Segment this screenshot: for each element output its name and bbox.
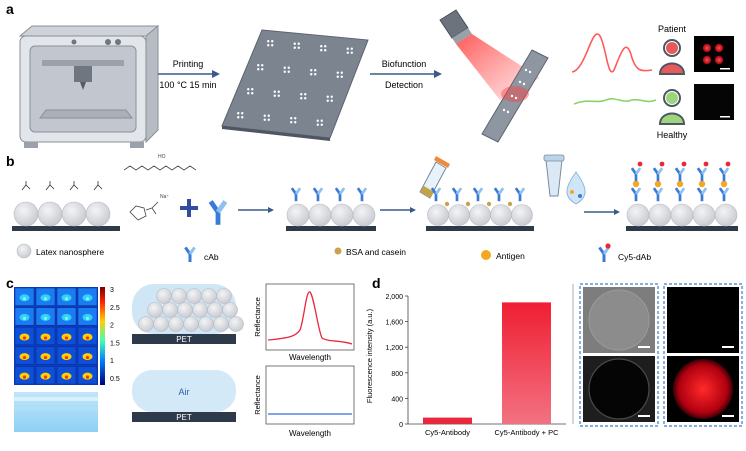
label-conditions: 100 °C 15 min [159,80,216,90]
reflectance-ylabel-bottom: Reflectance [253,375,262,415]
healthy-icon [658,89,686,125]
patient-fluorescence-image [694,36,734,72]
legend-cab-label: cAb [204,252,219,262]
panel-a: a Printing 100 °C 15 min [6,1,734,148]
legend-cy5-icon [598,243,611,262]
substrate-step4 [626,161,738,231]
panel-c: c 3 2.5 2 1.5 1 0.5 PET Air PET [6,275,355,438]
arrow-b3 [584,209,620,215]
bar-1 [423,417,472,424]
bar-chart-ylabel: Fluorescence intensity (a.u.) [365,308,374,403]
patient-signal [571,33,653,73]
panel-c-letter: c [6,275,14,291]
wavelength-xlabel-top: Wavelength [289,353,331,362]
reflectance-ylabel-top: Reflectance [253,297,262,337]
patient-icon [658,39,686,75]
y-tick-label: 0 [399,422,403,429]
reflectance-plot-top [265,283,355,351]
y-tick-label: 400 [391,396,403,403]
colorbar-tick: 0.5 [110,376,120,383]
legend-bsa-icon [334,247,342,255]
y-tick-label: 1,200 [385,345,403,352]
chem-ho-label: HO [158,154,166,160]
bar-2 [502,302,551,424]
air-field-map [14,392,98,432]
panel-d-letter: d [372,275,381,291]
colorbar-tick: 2 [110,323,114,330]
tube-icon [419,156,450,199]
edc-nhs-chemistry [123,165,197,221]
microscope-objective [439,9,472,44]
panel-b-letter: b [6,153,15,169]
y-tick-label: 2,000 [385,294,403,301]
colorbar-ticks: 3 2.5 2 1.5 1 0.5 [110,287,120,383]
x-tick-label: Cy5-Antibody + PC [495,428,560,437]
substrate-step2 [286,187,376,231]
fluorescence-images [663,283,743,427]
legend-antigen-label: Antigen [496,251,525,261]
detection-strip [481,49,549,143]
legend-bsa-label: BSA and casein [346,247,406,257]
x-tick-label: Cy5-Antibody [425,428,470,437]
reflectance-plot-bottom [265,365,355,425]
wavelength-xlabel-bottom: Wavelength [289,429,331,438]
colorbar-tick: 3 [110,287,114,294]
label-detection: Detection [385,80,423,90]
label-biofunction: Biofunction [382,59,427,69]
arrow-b1 [238,207,274,213]
legend-cab-icon [184,246,196,262]
panel-a-letter: a [6,1,14,17]
legend-cy5-label: Cy5-dAb [618,252,651,262]
printed-sheet [221,29,369,141]
printer-illustration [18,24,160,148]
substrate-step1 [12,181,120,231]
pet-label-top: PET [176,335,192,344]
label-healthy: Healthy [657,130,688,140]
colorbar-tick: 2.5 [110,305,120,312]
chem-na-label: Na⁺ [160,194,169,200]
air-on-pet [132,370,236,422]
colorbar [100,287,105,385]
legend-antigen-icon [481,250,491,260]
legend-latex [16,243,32,259]
colorbar-tick: 1.5 [110,340,120,347]
air-label: Air [179,387,190,397]
brightfield-images [579,283,659,427]
legend-latex-label: Latex nanosphere [36,247,104,257]
substrate-step3 [426,187,534,231]
healthy-signal [573,98,657,105]
pet-label-bottom: PET [176,413,192,422]
cab-antibody-icon [208,200,228,225]
healthy-fluorescence-image [694,84,734,120]
label-printing: Printing [173,59,204,69]
pipette-icon [543,154,586,205]
arrow-b2 [380,207,416,213]
colorbar-tick: 1 [110,358,114,365]
plus-icon [180,199,198,217]
label-patient: Patient [658,24,687,34]
y-tick-label: 1,600 [385,320,403,327]
simulation-field-map [14,287,98,385]
photonic-crystal-on-pet [132,284,244,344]
y-tick-label: 800 [391,371,403,378]
panel-b: b HO Na⁺ [6,153,738,262]
